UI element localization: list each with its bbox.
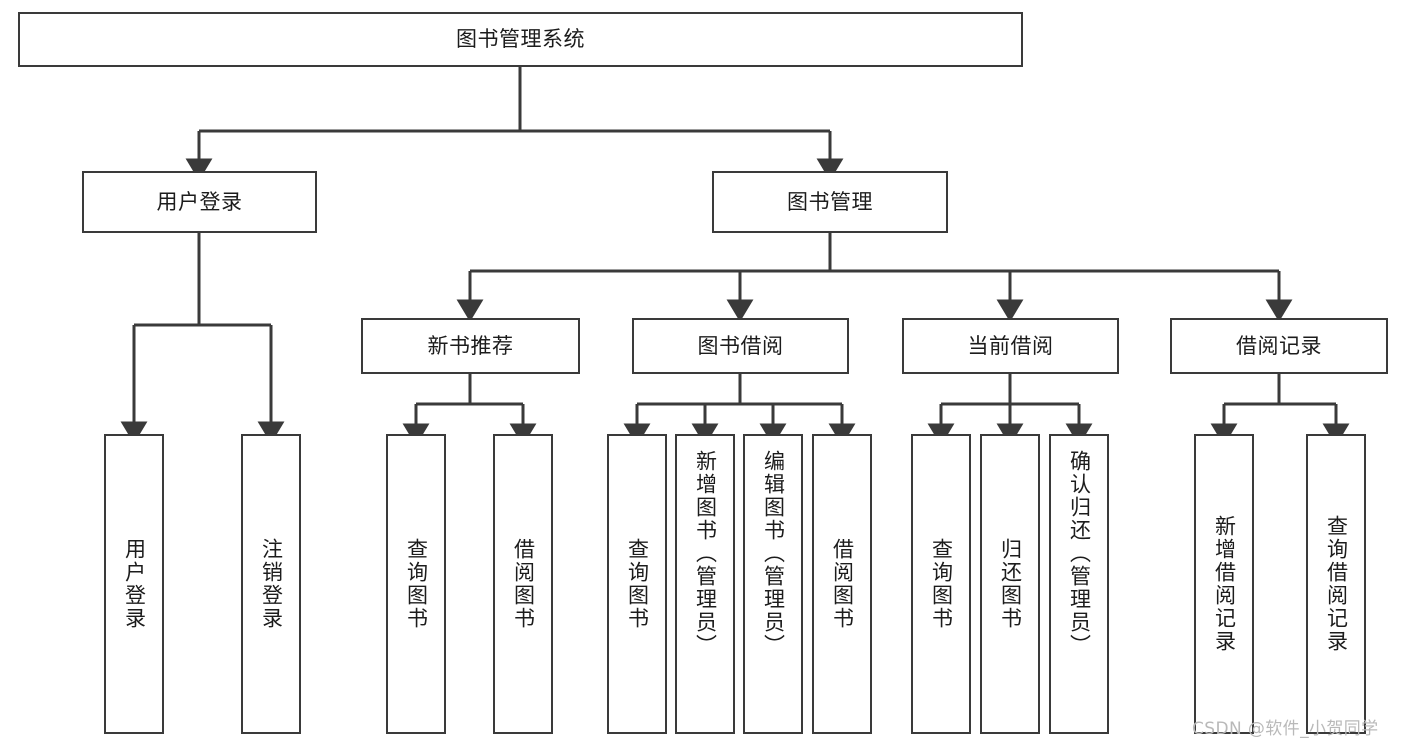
node-user-login-label: 用户登录 [156,189,243,214]
leaf-return-book[interactable]: 归还图书 [980,434,1040,734]
leaf-logout[interactable]: 注销登录 [241,434,301,734]
leaf-edit-book-label: 编辑图书（管理员） [761,450,786,657]
leaf-query-book-1[interactable]: 查询图书 [386,434,446,734]
node-root-label: 图书管理系统 [456,27,585,52]
leaf-borrow-book-2-label: 借阅图书 [830,538,855,630]
node-borrow-record[interactable]: 借阅记录 [1170,318,1388,374]
node-new-book-recommend[interactable]: 新书推荐 [361,318,580,374]
leaf-add-record[interactable]: 新增借阅记录 [1194,434,1254,734]
node-book-borrow[interactable]: 图书借阅 [632,318,849,374]
leaf-user-login-label: 用户登录 [122,538,147,630]
node-book-borrow-label: 图书借阅 [697,333,784,358]
node-current-borrow-label: 当前借阅 [967,333,1054,358]
leaf-query-book-2-label: 查询图书 [625,538,650,630]
node-current-borrow[interactable]: 当前借阅 [902,318,1119,374]
leaf-query-record[interactable]: 查询借阅记录 [1306,434,1366,734]
leaf-confirm-return-label: 确认归还（管理员） [1067,450,1092,657]
node-user-login[interactable]: 用户登录 [82,171,317,233]
node-borrow-record-label: 借阅记录 [1236,333,1322,358]
leaf-query-book-3[interactable]: 查询图书 [911,434,971,734]
node-new-book-recommend-label: 新书推荐 [427,333,514,358]
leaf-borrow-book-2[interactable]: 借阅图书 [812,434,872,734]
node-book-manage[interactable]: 图书管理 [712,171,948,233]
leaf-query-book-2[interactable]: 查询图书 [607,434,667,734]
leaf-user-login[interactable]: 用户登录 [104,434,164,734]
csdn-watermark: CSDN @软件_小贺同学 [1192,719,1379,739]
leaf-edit-book[interactable]: 编辑图书（管理员） [743,434,803,734]
leaf-confirm-return[interactable]: 确认归还（管理员） [1049,434,1109,734]
leaf-borrow-book-1-label: 借阅图书 [511,538,536,630]
node-root[interactable]: 图书管理系统 [18,12,1023,67]
leaf-add-record-label: 新增借阅记录 [1212,515,1237,653]
leaf-borrow-book-1[interactable]: 借阅图书 [493,434,553,734]
leaf-query-record-label: 查询借阅记录 [1324,515,1349,653]
leaf-query-book-3-label: 查询图书 [929,538,954,630]
leaf-logout-label: 注销登录 [259,538,284,630]
node-book-manage-label: 图书管理 [787,189,873,214]
leaf-add-book-label: 新增图书（管理员） [693,450,718,657]
leaf-add-book[interactable]: 新增图书（管理员） [675,434,735,734]
leaf-query-book-1-label: 查询图书 [404,538,429,630]
leaf-return-book-label: 归还图书 [998,538,1023,630]
